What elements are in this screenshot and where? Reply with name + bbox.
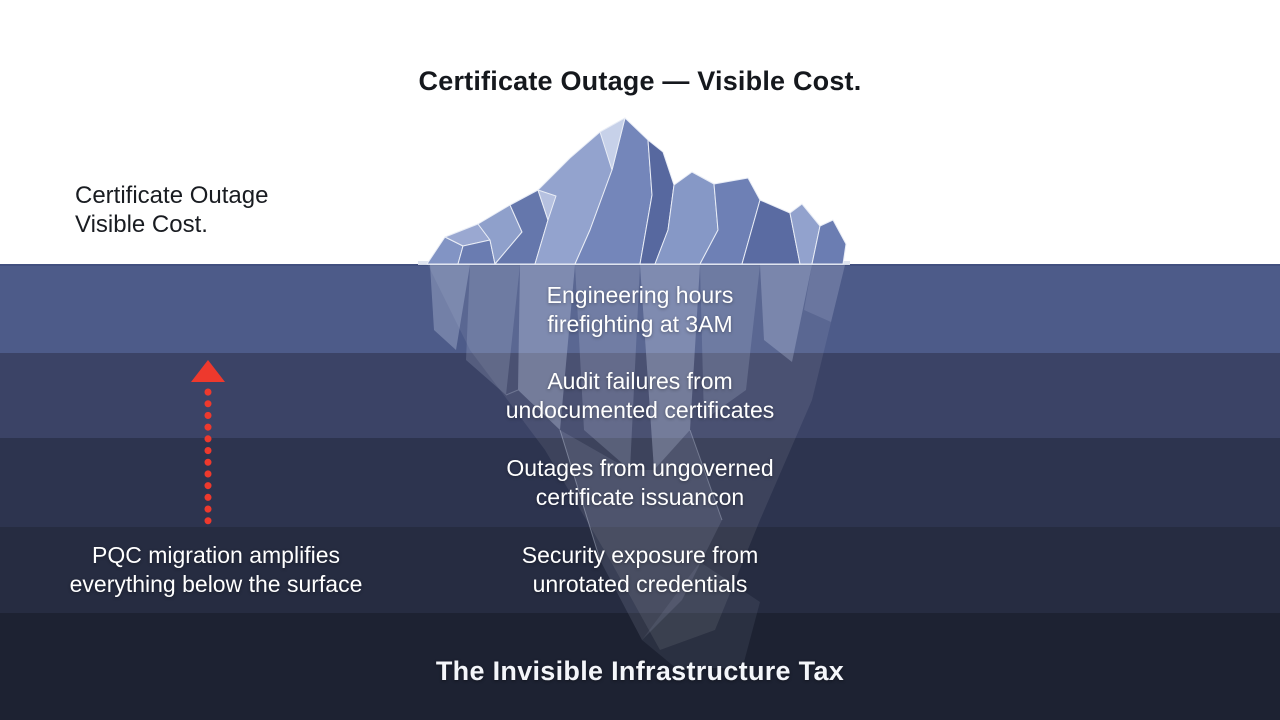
- above-water-label: Certificate Outage Visible Cost.: [75, 181, 268, 239]
- above-water-label-line1: Certificate Outage: [75, 182, 269, 209]
- band-footer: The Invisible Infrastructure Tax: [0, 613, 1280, 720]
- band-label-line1: Security exposure from: [521, 542, 759, 568]
- band-label-line2: firefighting at 3AM: [547, 310, 733, 337]
- iceberg-above-water: [426, 117, 847, 265]
- depth-bands: Engineering hours firefighting at 3AM Au…: [0, 264, 1280, 720]
- band-label: Outages from ungoverned certificate issu…: [506, 454, 773, 512]
- band-label: Security exposure from unrotated credent…: [522, 541, 758, 599]
- band-label-line1: Engineering hours: [546, 281, 734, 308]
- band-label-line2: unrotated credentials: [532, 571, 748, 597]
- pqc-annotation-line2: everything below the surface: [69, 571, 363, 597]
- band-label-line1: Audit failures from: [547, 367, 733, 394]
- band-label: Audit failures from undocumented certifi…: [506, 367, 775, 425]
- band-label: Engineering hours firefighting at 3AM: [547, 281, 734, 339]
- pqc-annotation: PQC migration amplifies everything below…: [40, 527, 392, 613]
- above-water-label-line2: Visible Cost.: [75, 211, 208, 238]
- band-label-line1: Outages from ungoverned: [506, 454, 774, 481]
- band-outages: Outages from ungoverned certificate issu…: [0, 438, 1280, 527]
- page-title: Certificate Outage — Visible Cost.: [418, 66, 862, 96]
- band-label-line2: undocumented certificates: [505, 396, 775, 423]
- band-label-line2: certificate issuancon: [535, 483, 745, 510]
- pqc-annotation-line1: PQC migration amplifies: [92, 542, 340, 568]
- band-security-exposure: PQC migration amplifies everything below…: [0, 527, 1280, 613]
- band-audit-failures: Audit failures from undocumented certifi…: [0, 353, 1280, 438]
- band-engineering-hours: Engineering hours firefighting at 3AM: [0, 264, 1280, 353]
- footer-title: The Invisible Infrastructure Tax: [435, 656, 845, 686]
